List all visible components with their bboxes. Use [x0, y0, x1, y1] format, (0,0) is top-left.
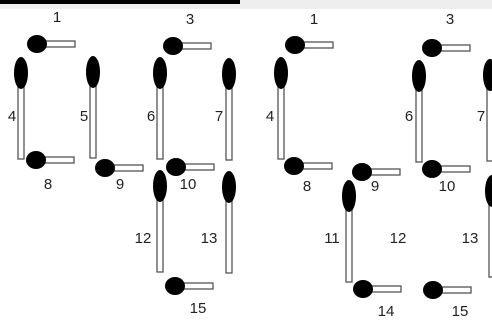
match-label: 9	[371, 178, 379, 195]
match-label: 9	[116, 176, 124, 193]
match-label: 6	[405, 108, 413, 125]
right-match-1	[285, 36, 333, 54]
match-label: 1	[310, 11, 318, 28]
match-head	[222, 58, 236, 90]
match-head	[165, 277, 185, 295]
match-head	[153, 170, 167, 202]
match-label: 6	[147, 108, 155, 125]
match-label: 7	[477, 108, 485, 125]
right-match-3	[422, 39, 470, 57]
left-match-12	[153, 170, 167, 272]
right-match-4	[274, 57, 288, 159]
left-match-15	[165, 277, 213, 295]
match-head	[483, 59, 492, 91]
match-label: 13	[201, 230, 218, 247]
match-label: 10	[180, 176, 197, 193]
right-match-15	[423, 281, 471, 299]
match-head	[422, 160, 442, 178]
left-match-1	[27, 35, 75, 53]
match-label: 13	[462, 230, 479, 247]
match-label: 3	[186, 11, 194, 28]
match-head	[166, 158, 186, 176]
match-head	[27, 35, 47, 53]
right-match-8	[284, 157, 332, 175]
empty-position-label: 12	[390, 230, 407, 247]
match-label: 7	[215, 108, 223, 125]
match-label: 12	[135, 230, 152, 247]
match-label: 4	[8, 108, 16, 125]
right-match-10	[422, 160, 470, 178]
match-label: 11	[324, 230, 340, 247]
match-label: 10	[439, 178, 456, 195]
match-head	[423, 281, 443, 299]
match-label: 14	[378, 303, 395, 320]
match-label: 8	[44, 176, 52, 193]
match-label: 8	[303, 178, 311, 195]
match-head	[153, 57, 167, 89]
match-head	[26, 151, 46, 169]
match-head	[284, 157, 304, 175]
right-match-11	[342, 180, 356, 282]
left-match-7	[222, 58, 236, 160]
match-head	[285, 36, 305, 54]
match-head	[353, 280, 373, 298]
match-label: 1	[53, 9, 61, 26]
right-match-6	[412, 60, 426, 162]
match-head	[86, 56, 100, 88]
match-head	[95, 159, 115, 177]
left-match-3	[163, 37, 211, 55]
match-head	[163, 37, 183, 55]
match-head	[412, 60, 426, 92]
left-match-8	[26, 151, 74, 169]
left-match-13	[222, 171, 236, 273]
match-head	[352, 163, 372, 181]
match-head	[14, 57, 28, 89]
match-label: 15	[190, 300, 207, 317]
match-head	[485, 175, 492, 207]
match-head	[422, 39, 442, 57]
match-head	[274, 57, 288, 89]
match-head	[222, 171, 236, 203]
match-head	[342, 180, 356, 212]
left-match-9	[95, 159, 143, 177]
left-match-5	[86, 56, 100, 158]
left-match-10	[166, 158, 214, 176]
match-label: 4	[266, 108, 274, 125]
match-label: 3	[446, 11, 454, 28]
right-match-13	[485, 175, 492, 277]
right-match-14	[353, 280, 401, 298]
match-label: 15	[452, 303, 469, 320]
match-label: 5	[80, 108, 88, 125]
